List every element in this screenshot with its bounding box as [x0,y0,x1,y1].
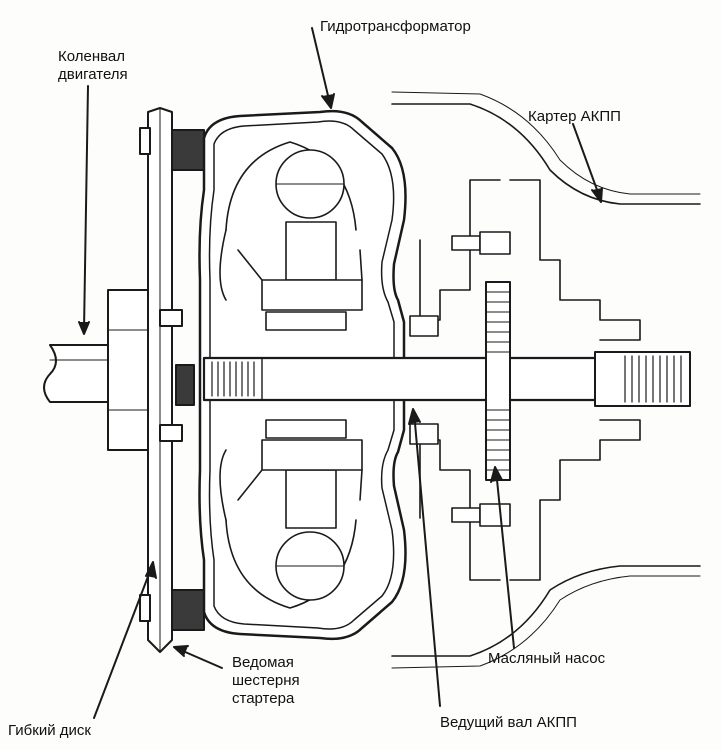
upper-turbine [219,141,363,331]
input-shaft [202,351,691,407]
starter-gear-label: Ведомая шестерня стартера [232,654,300,707]
leader-lines [78,27,603,719]
crankshaft-label: Коленвал двигателя [58,48,128,83]
transmission-case-label: Картер АКПП [528,108,621,125]
input-shaft-label: Ведущий вал АКПП [440,714,577,731]
flex-plate-bolts [171,129,205,631]
oil-pump-label: Масляный насос [488,650,606,667]
lower-turbine [219,419,363,609]
oil-pump-gear [485,281,511,481]
crankshaft [43,289,149,451]
flex-plate-label: Гибкий диск [8,722,91,739]
torque-converter-label: Гидротрансформатор [320,18,471,35]
flex-plate [139,107,183,653]
